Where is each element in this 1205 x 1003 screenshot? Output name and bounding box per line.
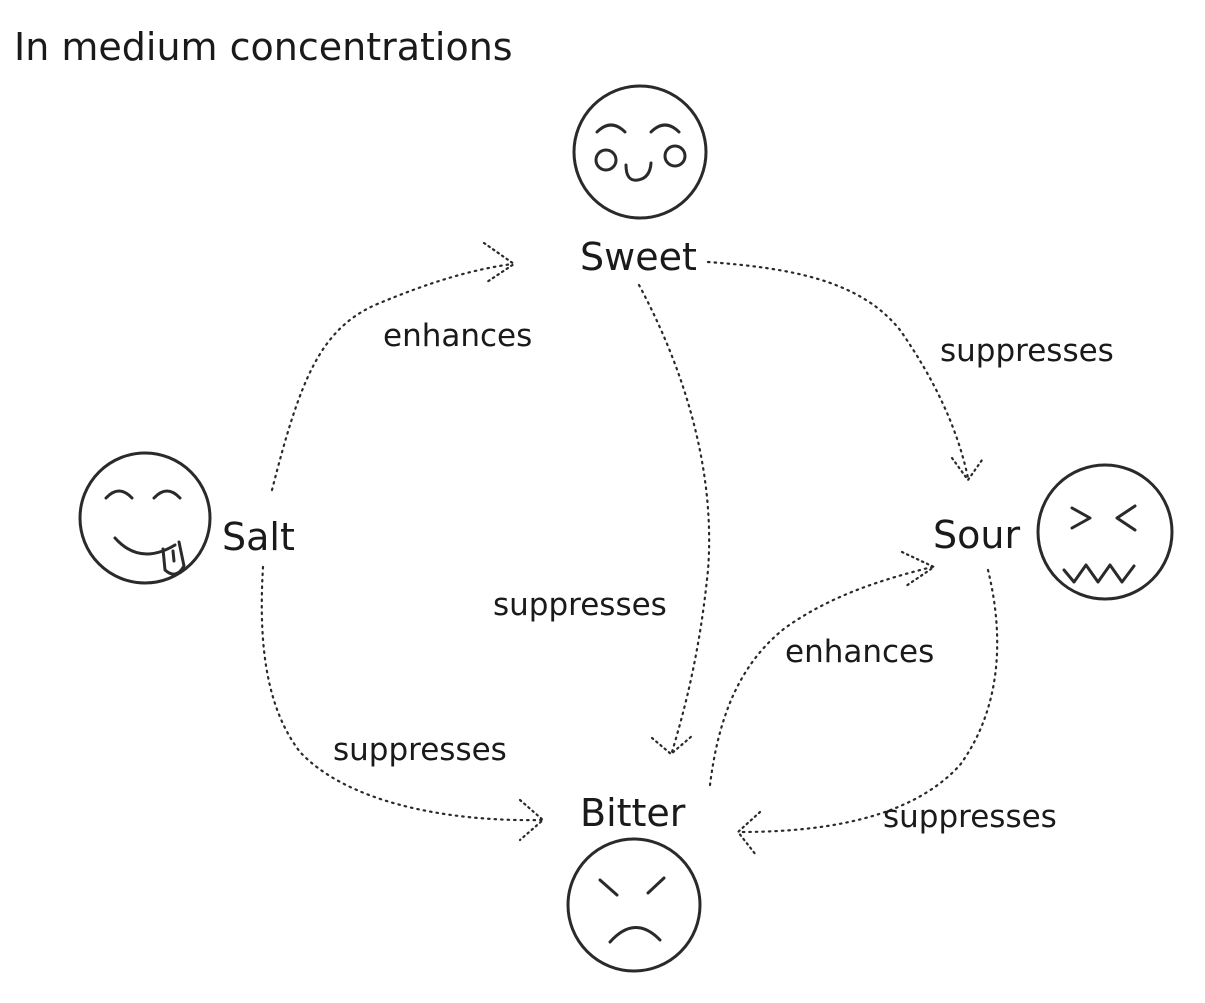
edge-label-sour-bitter: suppresses	[883, 799, 1057, 835]
node-label-sour: Sour	[933, 513, 1020, 557]
node-label-bitter: Bitter	[580, 791, 686, 835]
edge-label-sweet-sour: suppresses	[940, 333, 1114, 369]
node-label-salt: Salt	[222, 515, 295, 559]
diagram-title: In medium concentrations	[14, 25, 513, 69]
edge-label-salt-bitter: suppresses	[333, 732, 507, 768]
sweet-face-icon	[572, 84, 708, 220]
edge-sweet-suppresses-bitter	[637, 283, 711, 756]
edge-sour-suppresses-bitter	[736, 568, 999, 857]
salt-face-icon	[78, 451, 212, 585]
edge-label-sweet-bitter: suppresses	[493, 587, 667, 623]
edge-label-salt-sweet: enhances	[383, 318, 532, 354]
edge-bitter-enhances-sour	[708, 550, 937, 787]
edge-salt-suppresses-bitter	[260, 565, 545, 842]
bitter-face-icon	[566, 837, 702, 973]
node-label-sweet: Sweet	[580, 235, 697, 279]
sour-face-icon	[1036, 463, 1174, 601]
edge-sweet-suppresses-sour	[706, 260, 984, 482]
edge-salt-enhances-sweet	[270, 241, 516, 492]
edge-label-bitter-sour: enhances	[785, 634, 934, 670]
